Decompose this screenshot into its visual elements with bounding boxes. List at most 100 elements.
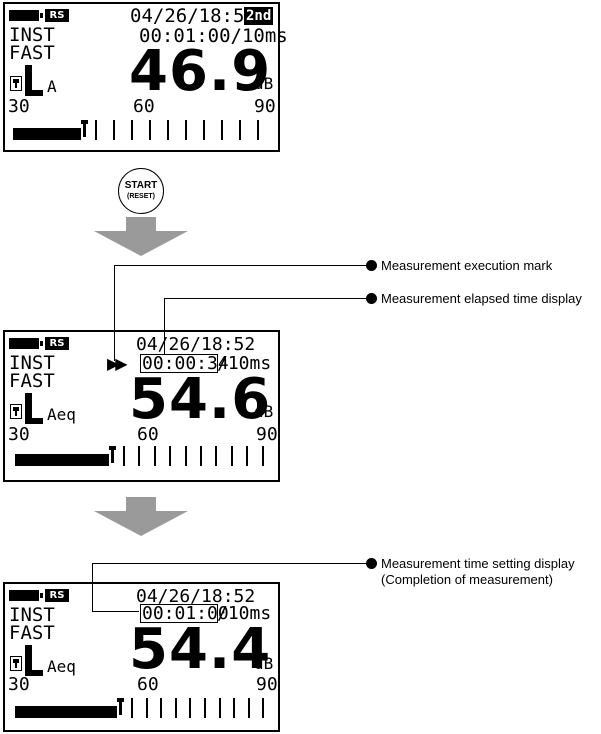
bargraph-tick (204, 698, 206, 718)
callout-leader-line (114, 265, 372, 266)
meter-icon (10, 76, 22, 91)
bargraph-tick (138, 446, 140, 466)
meter-icon (10, 656, 22, 671)
measurement-execution-mark-icon: ▶▶ (107, 354, 128, 373)
lcd-screen-completed: RS 04/26/18:52 INST FAST 00:01:00 /10ms … (3, 582, 280, 732)
scale-mid: 60 (137, 674, 159, 695)
scale-min: 30 (8, 424, 30, 445)
rs-indicator-icon: RS (45, 337, 69, 350)
battery-icon (9, 10, 43, 21)
peak-hold-marker (109, 446, 116, 463)
bargraph-tick (167, 120, 169, 140)
elapsed-time: 00:00:34 (142, 353, 229, 374)
bargraph-tick (146, 698, 148, 718)
callout-leader-line (164, 298, 165, 354)
rs-indicator-icon: RS (45, 9, 69, 22)
callout-leader-line (114, 265, 115, 361)
bargraph-fill (15, 706, 117, 718)
measurement-time-display: 00:01:00/10ms (139, 25, 288, 47)
datetime: 04/26/18:51 (130, 5, 256, 27)
bargraph-tick (189, 698, 191, 718)
bargraph-tick (203, 120, 205, 140)
scale-min: 30 (8, 674, 30, 695)
scale-mid: 60 (137, 424, 159, 445)
bargraph-tick (185, 446, 187, 466)
elapsed-time-box (140, 354, 218, 373)
scale-max: 90 (256, 424, 278, 445)
bargraph-tick (257, 120, 259, 140)
level-bargraph (15, 694, 277, 718)
bargraph-tick (154, 446, 156, 466)
level-value: 54.4 (129, 617, 272, 682)
time-weighting-label: FAST (9, 370, 55, 392)
meter-icon (10, 404, 22, 419)
time-weighting-label: FAST (9, 622, 55, 644)
bargraph-fill (15, 454, 109, 466)
bargraph-tick (262, 446, 264, 466)
bargraph-tick (169, 446, 171, 466)
scale-max: 90 (254, 96, 276, 117)
time-weighting-label: FAST (9, 42, 55, 64)
bargraph-tick (221, 120, 223, 140)
set-time-box (140, 604, 218, 623)
bargraph-tick (248, 698, 250, 718)
scale-max: 90 (256, 674, 278, 695)
rs-indicator-icon: RS (45, 589, 69, 602)
level-label: Aeq (47, 657, 76, 676)
callout-leader-line (92, 563, 93, 611)
bargraph-tick (200, 446, 202, 466)
start-reset-button[interactable]: START (RESET) (118, 168, 164, 214)
level-symbol-icon (25, 645, 43, 676)
peak-hold-marker (117, 698, 124, 715)
level-bargraph (13, 116, 275, 140)
callout-setting-line2: (Completion of measurement) (381, 572, 553, 587)
bargraph-tick (95, 120, 97, 140)
bargraph-tick (246, 446, 248, 466)
battery-icon (9, 590, 43, 601)
level-value: 46.9 (129, 39, 272, 104)
set-time: 00:01:00 (142, 603, 229, 624)
lcd-screen-before-start: RS 04/26/18:51 2nd INST FAST 00:01:00/10… (3, 2, 288, 152)
time-suffix: /10ms (217, 603, 272, 624)
battery-icon (9, 338, 43, 349)
bargraph-tick (160, 698, 162, 718)
callout-elapsed-time: Measurement elapsed time display (381, 291, 582, 306)
mode-label: INST (9, 24, 55, 46)
bargraph-tick (175, 698, 177, 718)
bargraph-tick (219, 698, 221, 718)
bargraph-tick (149, 120, 151, 140)
scale-mid: 60 (133, 96, 155, 117)
level-label: A (47, 77, 57, 96)
time-suffix: /10ms (217, 353, 272, 374)
bargraph-tick (233, 698, 235, 718)
scale-min: 30 (8, 96, 30, 117)
bargraph-tick (123, 446, 125, 466)
level-symbol-icon (25, 393, 43, 424)
bargraph-tick (262, 698, 264, 718)
memory-badge: 2nd (244, 7, 274, 25)
callout-bullet (366, 260, 377, 271)
down-arrow-icon (94, 217, 188, 256)
bargraph-tick (185, 120, 187, 140)
callout-setting-line1: Measurement time setting display (381, 556, 575, 571)
callout-bullet (366, 293, 377, 304)
mode-label: INST (9, 604, 55, 626)
mode-label: INST (9, 352, 55, 374)
bargraph-tick (215, 446, 217, 466)
bargraph-tick (231, 446, 233, 466)
unit: dB (254, 74, 274, 93)
unit: dB (254, 402, 274, 421)
bargraph-fill (13, 128, 81, 140)
level-value: 54.6 (129, 367, 272, 432)
down-arrow-icon (94, 497, 188, 536)
bargraph-tick (239, 120, 241, 140)
unit: dB (254, 654, 274, 673)
callout-leader-line (164, 298, 372, 299)
lcd-screen-measuring: RS 04/26/18:52 INST FAST ▶▶ 00:00:34 /10… (3, 330, 280, 482)
callout-leader-line (92, 611, 139, 612)
level-symbol-icon (25, 65, 43, 96)
level-label: Aeq (47, 405, 76, 424)
datetime: 04/26/18:52 (136, 334, 256, 355)
callout-execution-mark: Measurement execution mark (381, 258, 553, 273)
